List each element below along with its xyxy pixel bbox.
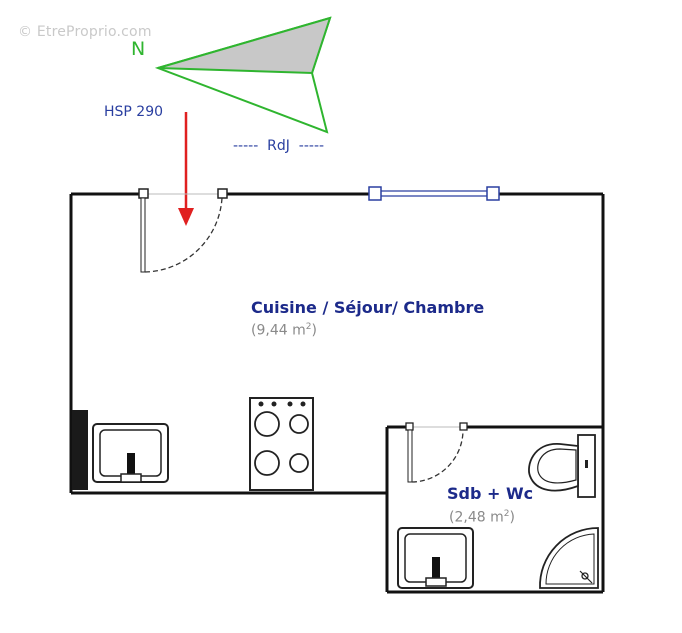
- entrance-arrow-icon: [178, 112, 194, 226]
- radiator-icon: [72, 410, 88, 490]
- bathroom-sink-icon: [397, 527, 474, 589]
- bathroom-door-icon: [405, 422, 468, 483]
- room-area-bathroom: (2,48 m2): [449, 509, 515, 526]
- cooktop-icon: [249, 397, 314, 491]
- north-label: N: [131, 38, 146, 60]
- toilet-icon: [528, 434, 596, 498]
- room-name-main: Cuisine / Séjour/ Chambre: [251, 298, 485, 317]
- room-area-main: (9,44 m2): [251, 322, 317, 339]
- walls: [69, 192, 605, 594]
- sink-icon: [92, 423, 169, 483]
- level-label: ----- RdJ -----: [233, 138, 325, 154]
- ceiling-height-label: HSP 290: [104, 104, 164, 120]
- shower-icon: [539, 527, 599, 589]
- watermark: © EtreProprio.com: [18, 24, 152, 40]
- door-icon: [138, 188, 228, 273]
- window-icon: [368, 186, 500, 201]
- compass-arrow-icon: [154, 16, 332, 134]
- room-name-bathroom: Sdb + Wc: [447, 484, 534, 503]
